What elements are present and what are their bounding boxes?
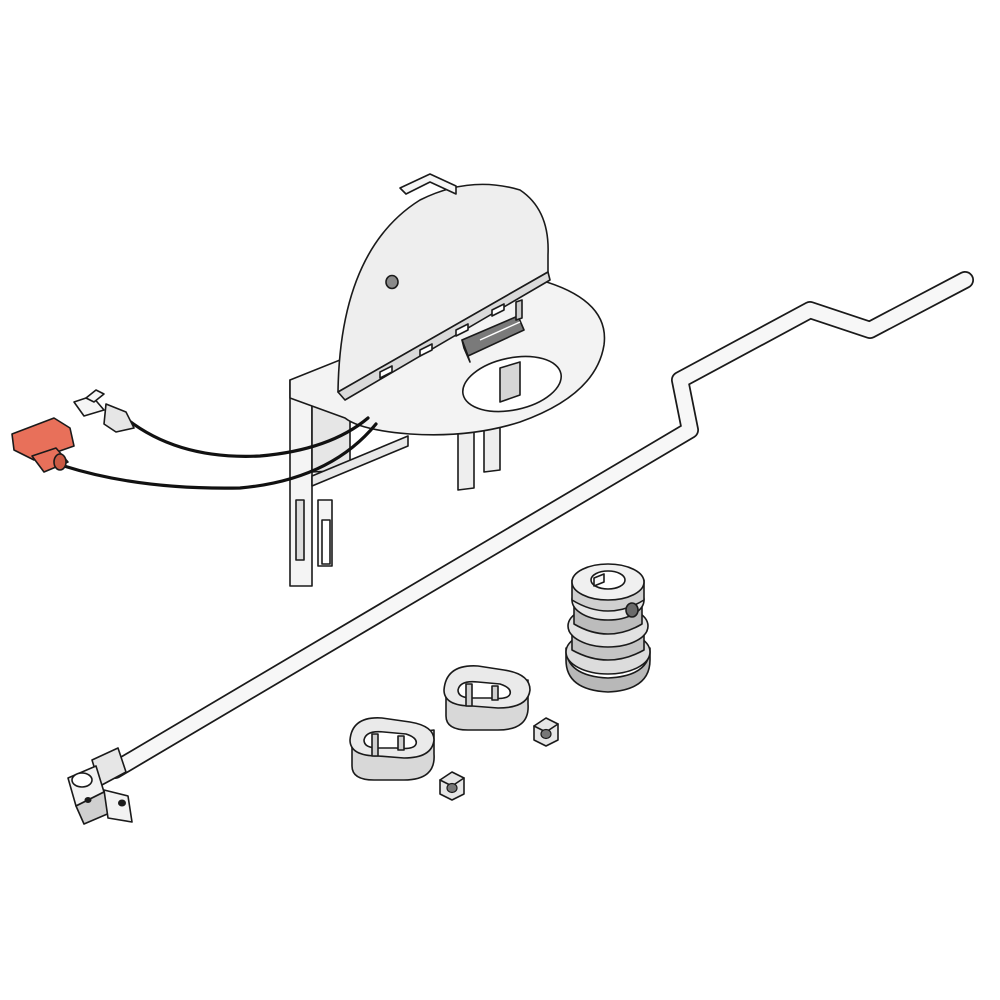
spacer-clip-left [349,717,435,781]
universal-joint [67,747,133,825]
drive-shaft-rod [106,271,974,779]
clip-icon [349,717,435,781]
micro-switch [461,299,525,363]
switch-bracket-assembly [289,173,606,587]
lock-nut-right [533,717,559,747]
nut-icon [439,771,465,801]
lock-nut-left [439,771,465,801]
fork-terminal-wire [73,389,370,458]
spacer-clip-right [443,665,531,731]
v-belt-pulley [565,563,651,693]
terminal-icon [11,417,75,473]
spade-terminal-wire [11,417,378,490]
